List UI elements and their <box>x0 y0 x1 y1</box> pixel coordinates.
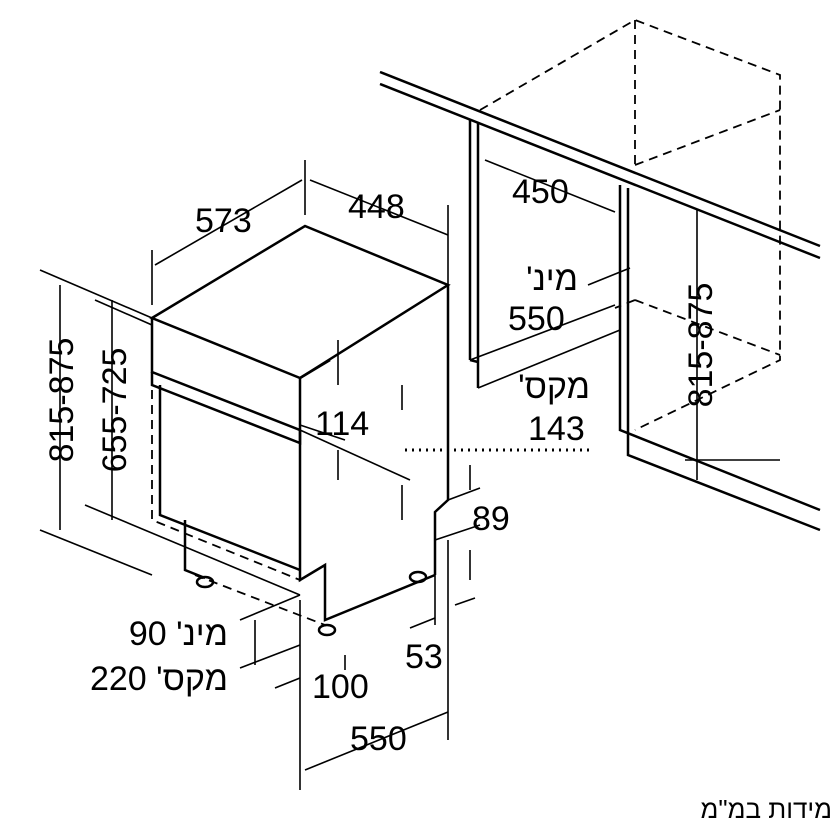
label-depth-bottom: 550 <box>350 720 407 758</box>
units-note: מידות במ"מ <box>701 794 832 824</box>
label-height-left: 815-875 <box>43 338 81 463</box>
label-niche-depth-min: מינ' <box>526 260 578 298</box>
label-plinth-top: 89 <box>472 500 510 538</box>
label-niche-width: 450 <box>512 173 569 211</box>
label-offset: 143 <box>528 410 585 448</box>
label-plinth-max: מקס' 220 <box>90 660 228 698</box>
foot-icon <box>408 570 428 584</box>
label-panel-gap: 114 <box>315 405 369 443</box>
label-door-height: 655-725 <box>96 348 134 473</box>
label-foot-offset: 100 <box>312 668 369 706</box>
label-plinth-depth: 53 <box>405 638 443 676</box>
label-width: 448 <box>348 188 405 226</box>
label-offset-max: מקס' <box>518 368 590 406</box>
foot-icon <box>317 623 337 637</box>
dishwasher-body <box>149 224 451 637</box>
label-plinth-min: מינ' 90 <box>129 615 228 653</box>
adjacent-cabinet-outline <box>479 19 781 431</box>
countertop <box>379 70 821 532</box>
label-height-right: 815-875 <box>682 283 720 408</box>
label-depth-top: 573 <box>195 202 252 240</box>
foot-icon <box>195 575 215 589</box>
dimension-lines <box>39 159 780 790</box>
label-niche-depth: 550 <box>508 300 565 338</box>
